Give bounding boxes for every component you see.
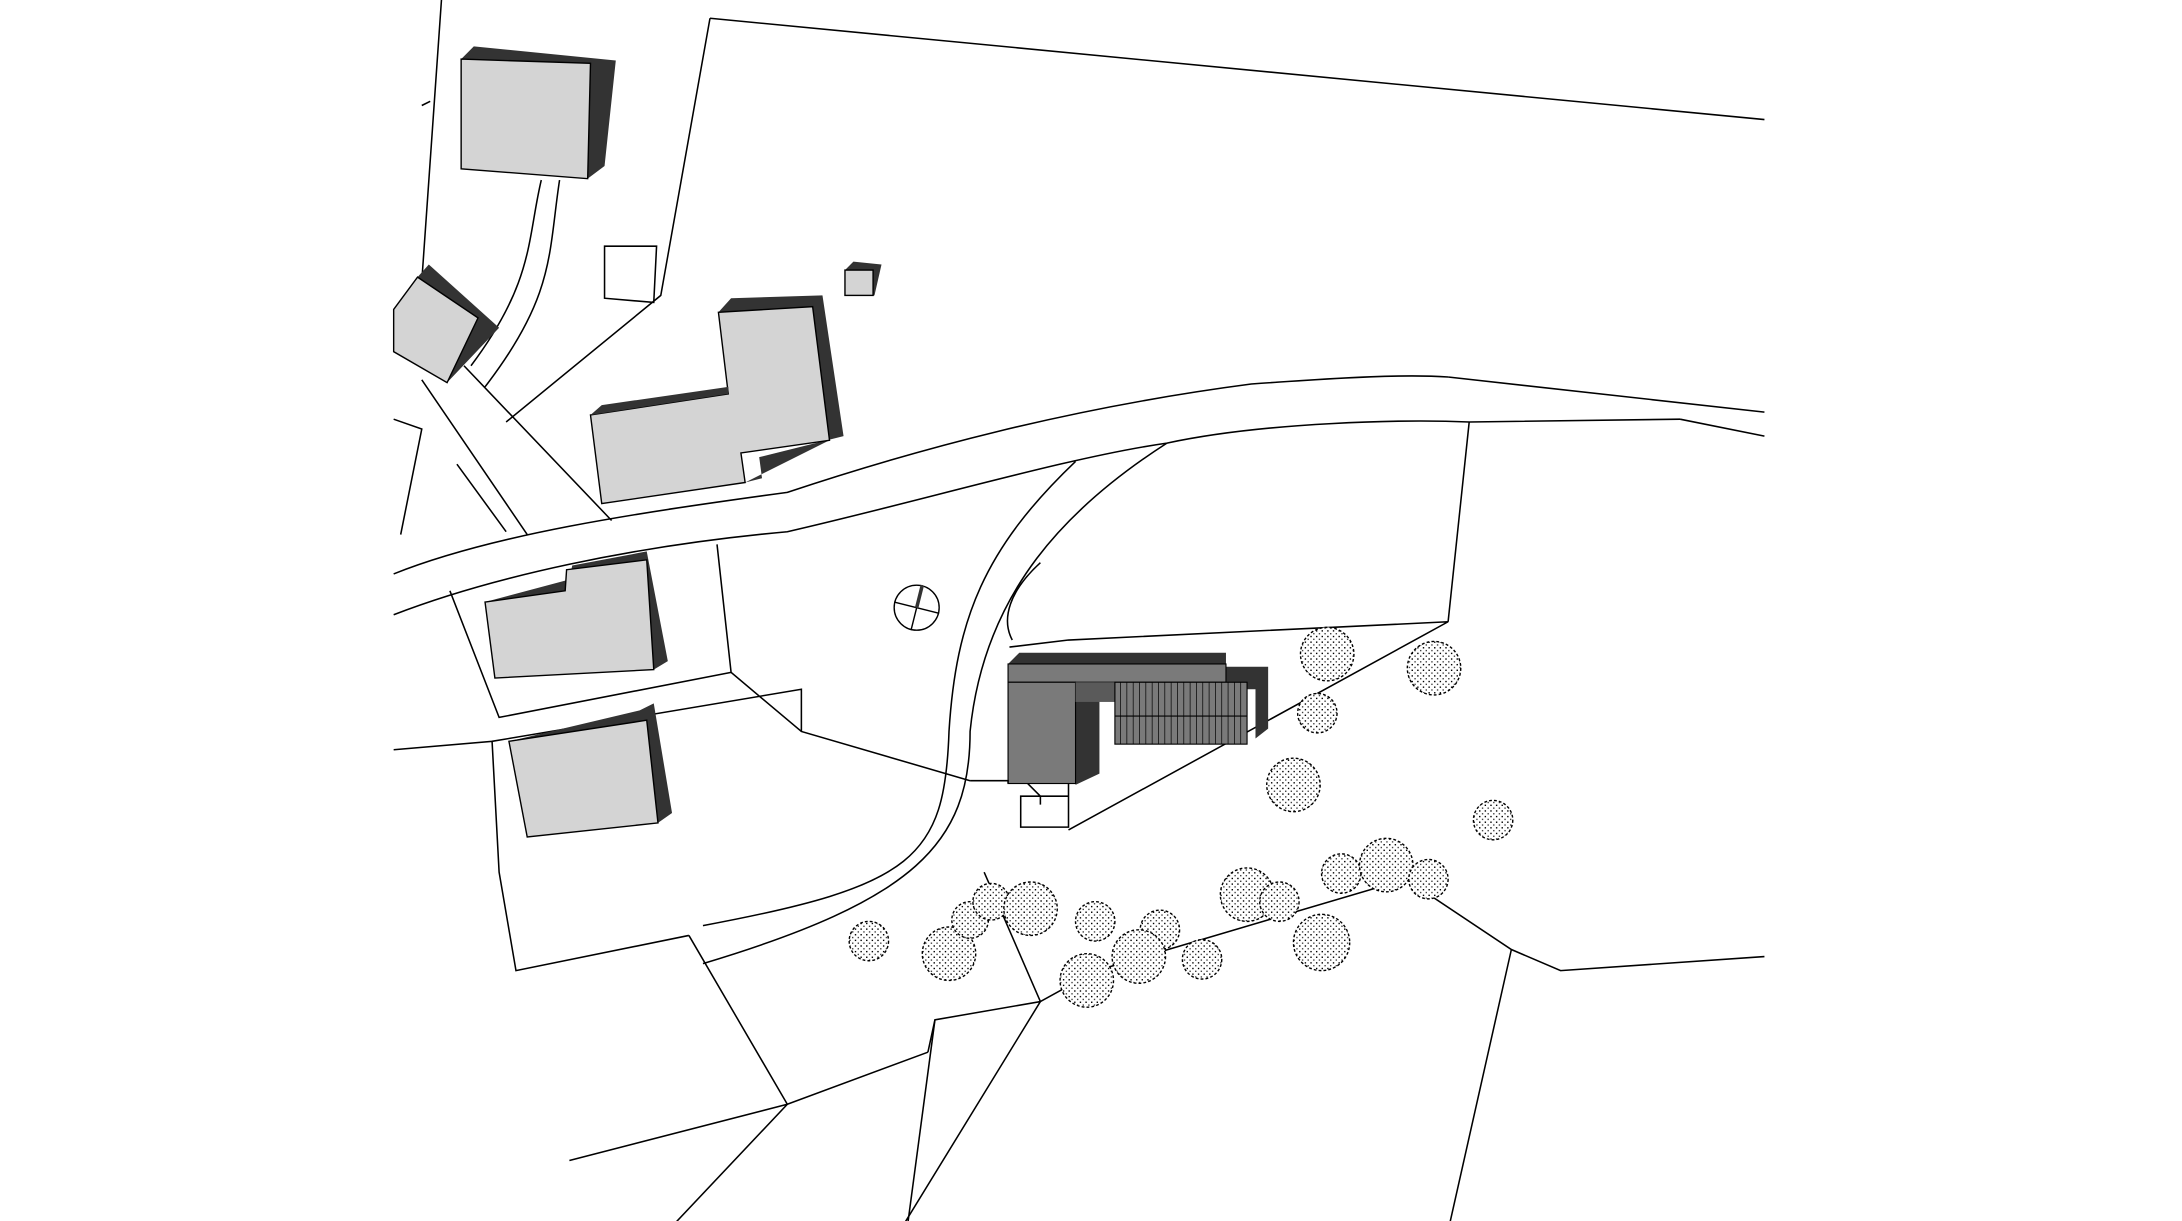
tree-icon [1059, 953, 1115, 1008]
new-building [970, 652, 1269, 828]
tree-icon [1074, 900, 1116, 942]
tree-icon [1181, 938, 1223, 980]
tree-icon [1406, 640, 1462, 696]
tree-icon [1111, 929, 1167, 984]
trees [848, 626, 1514, 1008]
north-arrow-icon [893, 584, 940, 631]
existing-building-small [844, 261, 882, 297]
tree-icon [1358, 837, 1414, 893]
tree-icon [1408, 858, 1449, 900]
existing-building-5 [508, 703, 673, 838]
existing-building-1 [460, 46, 616, 180]
new-building-roof-ribbed [1114, 681, 1248, 745]
tree-icon [1266, 757, 1321, 813]
existing-building-4 [484, 551, 668, 679]
existing-building-3 [589, 295, 844, 505]
tree-icon [921, 926, 977, 982]
tree-icon [1259, 881, 1300, 923]
tree-icon [1003, 881, 1058, 937]
tree-icon [1320, 853, 1362, 894]
tree-icon [1299, 626, 1355, 682]
tree-icon [1296, 692, 1338, 734]
road [393, 375, 1681, 965]
tree-icon [972, 882, 1011, 921]
tree-icon [848, 920, 890, 962]
existing-building-2 [392, 264, 500, 384]
tree-icon [1472, 799, 1514, 841]
tree-icon [1292, 913, 1351, 972]
